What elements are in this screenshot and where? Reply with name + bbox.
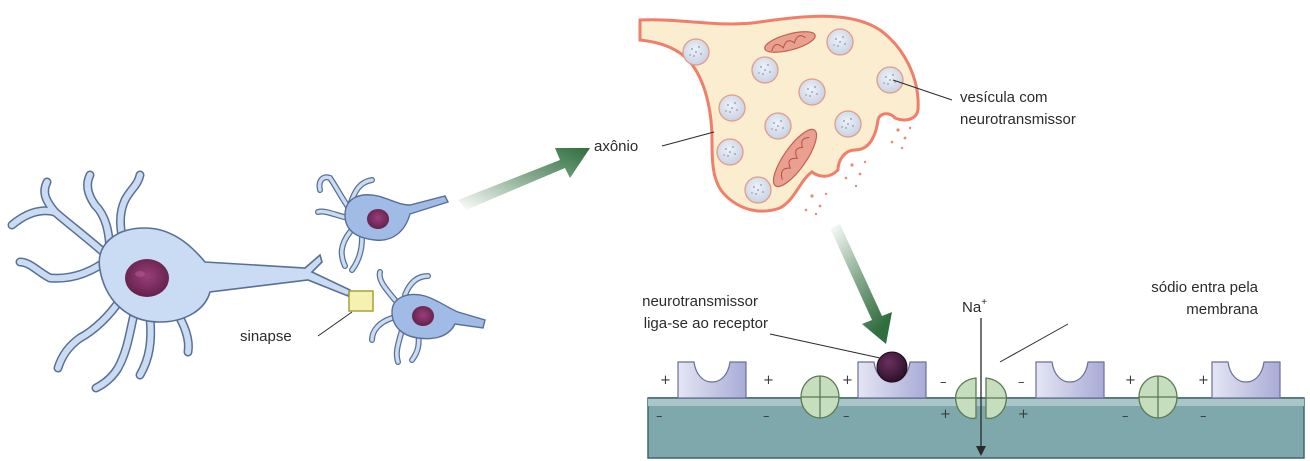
na-ion-label: Na+ <box>962 297 987 316</box>
ion-channel <box>1139 376 1177 418</box>
receptor-label-line2: liga-se ao receptor <box>644 315 768 332</box>
large-neuron <box>12 175 350 388</box>
vesicula-label-line1: vesícula com <box>960 89 1048 106</box>
plus-sign: + <box>940 407 951 422</box>
receptor <box>678 362 746 398</box>
sodio-pointer-line <box>1000 324 1068 362</box>
plus-sign: + <box>763 373 774 388</box>
sinapse-label: sinapse <box>240 328 292 345</box>
vesicle <box>799 79 825 105</box>
vesicle <box>717 139 743 165</box>
minus-sign: – <box>1122 409 1129 424</box>
vesicle <box>683 39 709 65</box>
sodio-label-line2: membrana <box>1186 301 1258 318</box>
minus-sign: – <box>940 375 947 390</box>
vesicle <box>752 57 778 83</box>
minus-sign: – <box>1200 409 1207 424</box>
neurotransmitter-molecule <box>877 352 907 382</box>
synapse-highlight-box <box>349 291 373 311</box>
axonio-pointer-line <box>662 132 714 146</box>
vesicle <box>835 111 861 137</box>
minus-sign: – <box>843 409 850 424</box>
axon-terminal <box>640 16 918 215</box>
minus-sign: – <box>763 409 770 424</box>
receptor <box>1036 362 1104 398</box>
vesicle <box>719 95 745 121</box>
sinapse-pointer-line <box>318 312 352 336</box>
receptor <box>1212 362 1280 398</box>
vesicle <box>877 67 903 93</box>
vesicle <box>745 177 771 203</box>
minus-sign: – <box>656 409 663 424</box>
arrow-to-axon-terminal <box>458 148 590 210</box>
plus-sign: + <box>1018 407 1029 422</box>
upper-small-neuron <box>318 177 448 270</box>
plus-sign: + <box>842 373 853 388</box>
ion-channel <box>801 376 839 418</box>
plus-sign: + <box>660 373 671 388</box>
vesicle <box>765 113 791 139</box>
sodio-label-line1: sódio entra pela <box>1151 279 1258 296</box>
axonio-label: axônio <box>594 138 638 155</box>
vesicula-label-line2: neurotransmissor <box>960 111 1076 128</box>
lower-small-neuron <box>372 272 485 362</box>
plus-sign: + <box>1125 373 1136 388</box>
plus-sign: + <box>1198 373 1209 388</box>
arrow-to-membrane <box>830 224 892 344</box>
vesicle <box>827 29 853 55</box>
minus-sign: – <box>1018 375 1025 390</box>
receptor-label-line1: neurotransmissor <box>642 293 758 310</box>
receptor-pointer-line <box>770 334 880 358</box>
large-neuron-nucleus <box>125 259 169 297</box>
